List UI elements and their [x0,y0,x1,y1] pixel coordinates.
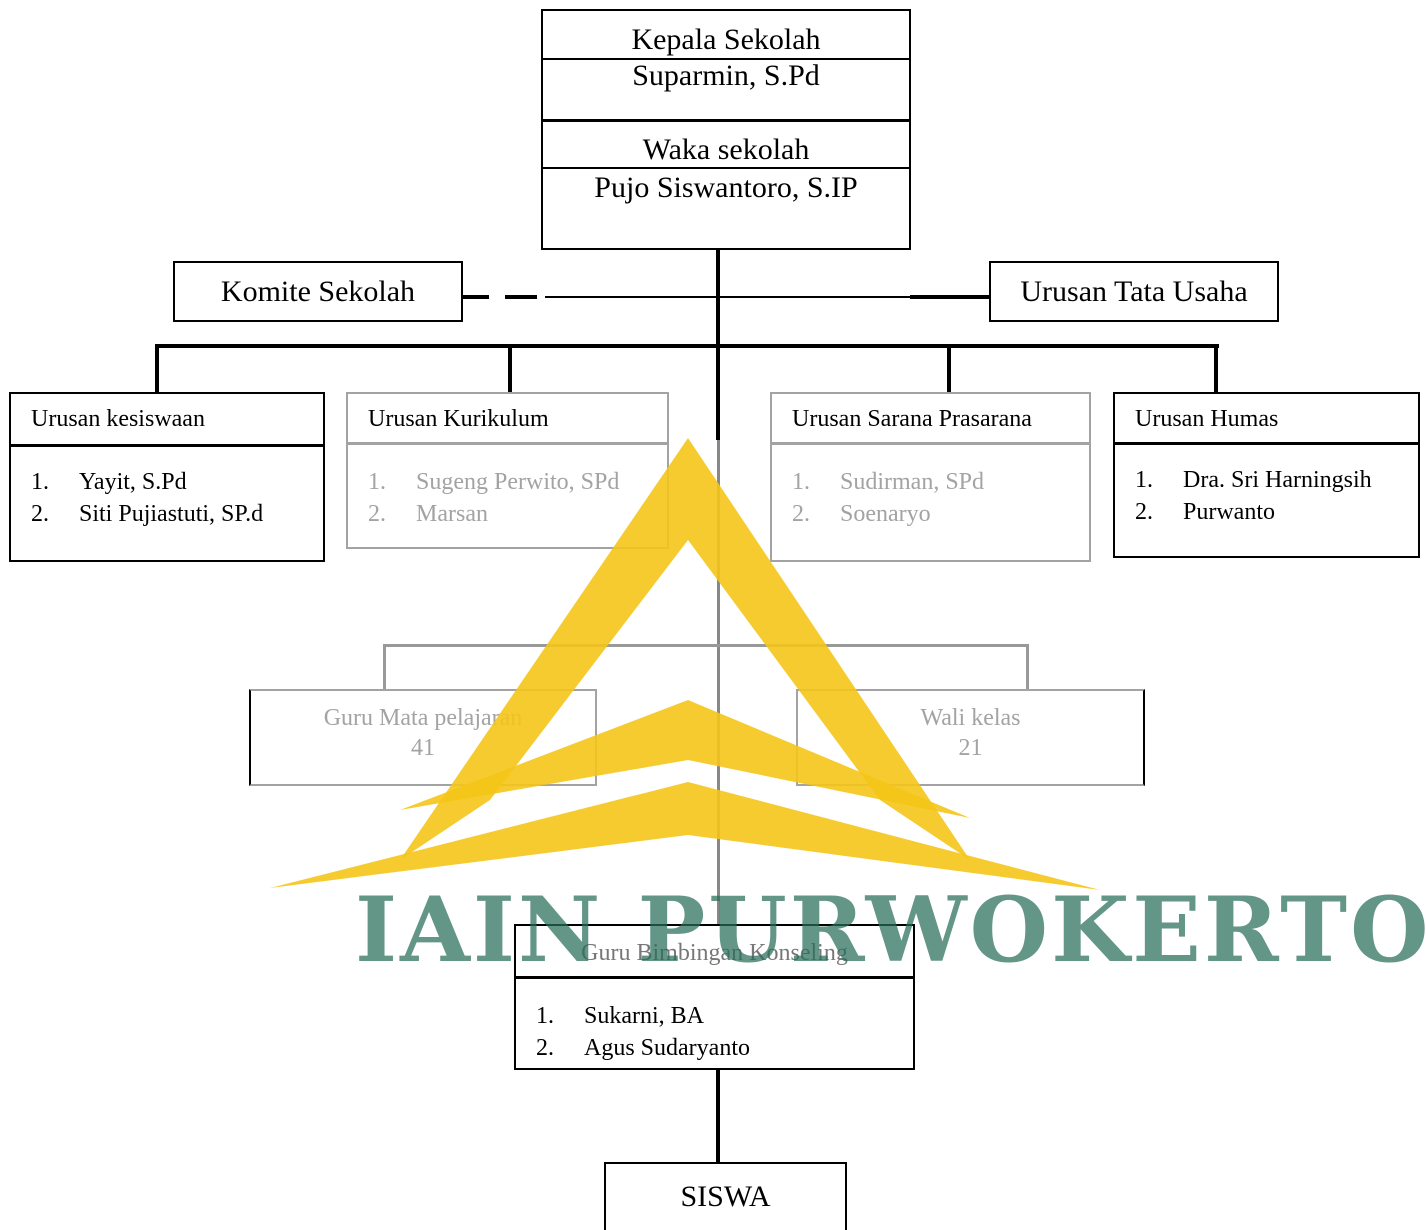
member-list: 1. Sugeng Perwito, SPd 2. Marsan [368,466,619,530]
students-connector [716,1068,720,1163]
teacher-drop [383,644,386,690]
member-name: Soenaryo [840,501,931,527]
committee-dash [505,295,537,299]
item-number: 2. [1135,499,1153,525]
deputy-title: Waka sekolah [642,133,810,166]
teachers-count: 41 [411,735,435,761]
counseling-title: Guru Bimbingan Konseling [581,940,848,966]
member-list: 1. Dra. Sri Harningsih 2. Purwanto [1135,464,1372,528]
department-box-facilities: Urusan Sarana Prasarana 1. Sudirman, SPd … [770,392,1091,562]
list-item: 2. Marsan [368,498,619,530]
list-item: 1. Yayit, S.Pd [31,466,263,498]
item-number: 2. [368,501,386,527]
list-item: 2. Soenaryo [792,498,984,530]
committee-label: Komite Sekolah [220,275,416,308]
committee-connector [545,296,717,298]
department-title: Urusan Humas [1135,406,1279,432]
department-bus [155,344,1219,348]
dept-drop [155,344,159,392]
member-name: Siti Pujiastuti, SP.d [79,501,264,527]
department-box-public-relations: Urusan Humas 1. Dra. Sri Harningsih 2. Pur… [1113,392,1420,558]
member-name: Agus Sudaryanto [584,1035,750,1061]
admin-connector-thick [910,295,990,299]
department-box-curriculum: Urusan Kurikulum 1. Sugeng Perwito, SPd 2… [346,392,669,549]
member-name: Yayit, S.Pd [79,469,187,495]
member-list: 1. Sukarni, BA 2. Agus Sudaryanto [536,1000,750,1064]
homeroom-box: Wali kelas 21 [796,689,1145,786]
admin-connector [720,296,910,298]
committee-box: Komite Sekolah [173,261,463,322]
divider [543,119,909,122]
subject-teachers-box: Guru Mata pelajaran 41 [249,689,597,786]
item-number: 1. [792,469,810,495]
member-list: 1. Yayit, S.Pd 2. Siti Pujiastuti, SP.d [31,466,263,530]
department-box-student-affairs: Urusan kesiswaan 1. Yayit, S.Pd 2. Siti Pu… [9,392,325,562]
divider [516,976,913,979]
watermark-text: IAIN PURWOKERTO [355,877,1426,983]
homeroom-count: 21 [958,735,983,761]
list-item: 1. Sudirman, SPd [792,466,984,498]
divider [772,442,1089,445]
member-name: Dra. Sri Harningsih [1183,467,1372,493]
list-item: 1. Dra. Sri Harningsih [1135,464,1372,496]
divider [11,444,323,447]
member-name: Marsan [416,501,488,527]
item-number: 1. [1135,467,1153,493]
list-item: 1. Sugeng Perwito, SPd [368,466,619,498]
head-deputy-box: Kepala Sekolah Suparmin, S.Pd Waka sekol… [541,9,911,250]
teachers-label: Guru Mata pelajaran [323,705,523,731]
list-item: 2. Siti Pujiastuti, SP.d [31,498,263,530]
list-item: 2. Purwanto [1135,496,1372,528]
students-label: SISWA [680,1180,771,1213]
dept-drop [947,344,951,392]
homeroom-drop [1026,644,1029,690]
list-item: 2. Agus Sudaryanto [536,1032,750,1064]
head-title: Kepala Sekolah [631,23,821,56]
list-item: 1. Sukarni, BA [536,1000,750,1032]
member-name: Sudirman, SPd [840,469,985,495]
item-number: 1. [31,469,49,495]
administration-label: Urusan Tata Usaha [1020,275,1248,308]
administration-box: Urusan Tata Usaha [989,261,1279,322]
item-number: 2. [536,1035,554,1061]
department-title: Urusan Kurikulum [368,406,549,432]
students-box: SISWA [604,1162,847,1230]
member-name: Purwanto [1183,499,1275,525]
divider [543,167,909,169]
divider [348,442,667,445]
department-title: Urusan Sarana Prasarana [792,406,1032,432]
department-title: Urusan kesiswaan [31,406,205,432]
deputy-name: Pujo Siswantoro, S.IP [594,171,858,204]
item-number: 2. [31,501,49,527]
dept-drop [508,344,512,392]
committee-dash [463,295,489,299]
watermark-swoosh [270,782,1100,890]
teacher-bus [383,644,1029,647]
item-number: 1. [368,469,386,495]
homeroom-label: Wali kelas [920,705,1021,731]
head-name: Suparmin, S.Pd [632,59,820,92]
dept-drop [1214,344,1218,392]
divider [1115,442,1418,445]
item-number: 1. [536,1003,554,1029]
trunk-line-lower [717,440,720,924]
counseling-box: Guru Bimbingan Konseling 1. Sukarni, BA 2… [514,924,915,1070]
item-number: 2. [792,501,810,527]
member-name: Sugeng Perwito, SPd [416,469,620,495]
member-name: Sukarni, BA [584,1003,704,1029]
divider [543,58,909,60]
member-list: 1. Sudirman, SPd 2. Soenaryo [792,466,984,530]
